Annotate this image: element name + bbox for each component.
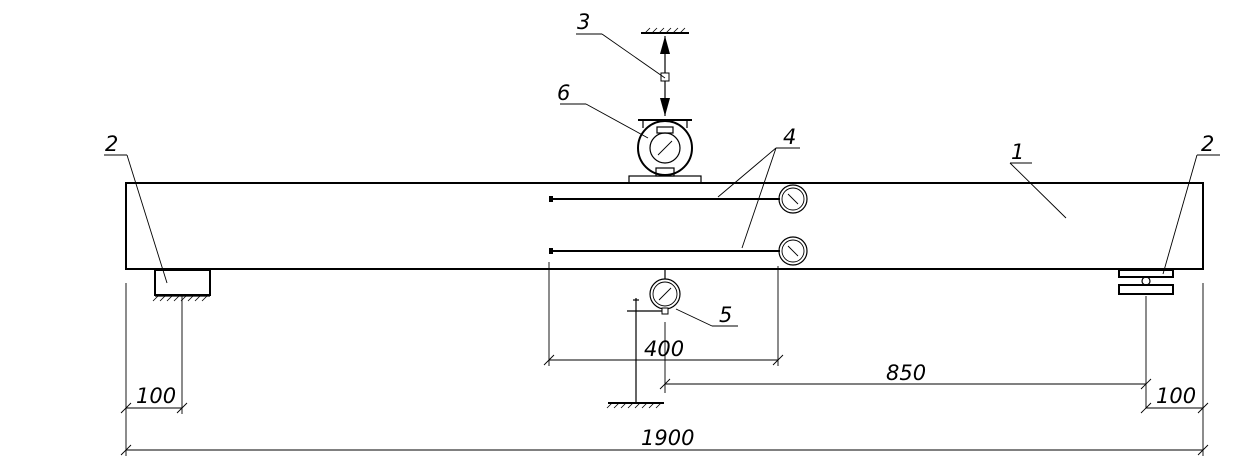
- dimension-lines: [120, 262, 1209, 456]
- callout-2-right: 2: [1201, 132, 1214, 156]
- right-support: [1118, 269, 1174, 295]
- beam: [125, 182, 1204, 270]
- dial-indicator: [606, 269, 681, 409]
- extensometer-lower: [549, 236, 808, 266]
- callout-6: 6: [557, 81, 570, 105]
- left-support: [152, 269, 211, 302]
- dim-850: 850: [886, 361, 926, 385]
- leader-lines: [104, 33, 1220, 327]
- callout-4: 4: [783, 125, 796, 149]
- callout-2-left: 2: [105, 132, 118, 156]
- dim-100-right: 100: [1156, 384, 1196, 408]
- dim-100-left: 100: [136, 384, 176, 408]
- dim-400: 400: [644, 337, 684, 361]
- extensometer-upper: [549, 184, 808, 214]
- callout-5: 5: [719, 303, 732, 327]
- dim-1900: 1900: [641, 426, 694, 450]
- load-arrow: [641, 27, 689, 116]
- callout-1: 1: [1011, 140, 1024, 164]
- load-cell: [628, 119, 702, 184]
- callout-3: 3: [577, 10, 590, 34]
